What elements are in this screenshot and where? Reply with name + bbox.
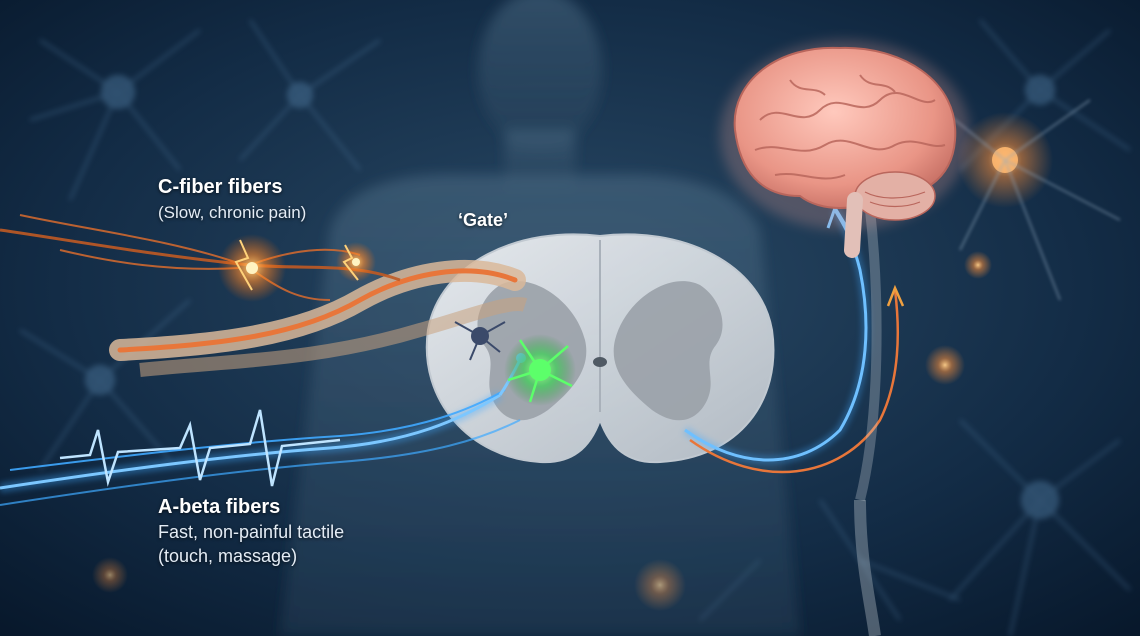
c-fiber-title: C-fiber fibers (158, 176, 283, 198)
c-fiber-description: (Slow, chronic pain) (158, 203, 307, 222)
spinal-cord (425, 233, 775, 464)
brain (720, 40, 970, 258)
abeta-fiber-description-line2: (touch, massage) (158, 546, 298, 566)
background-neurons (19, 19, 1131, 636)
gate-interneuron (504, 334, 576, 406)
projection-neuron (454, 321, 506, 361)
pain-signal-sparks (218, 234, 376, 302)
abeta-fiber-title: A-beta fibers (158, 496, 281, 518)
abeta-fiber-description-line1: Fast, non-painful tactile (158, 522, 345, 542)
gate-label: ‘Gate’ (458, 210, 509, 230)
